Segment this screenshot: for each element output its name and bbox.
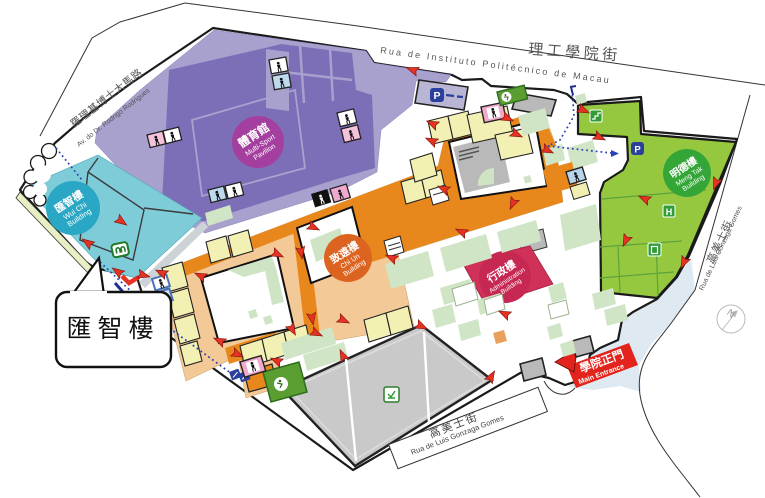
svg-text:匯智樓: 匯智樓	[66, 315, 159, 343]
svg-text:P: P	[433, 90, 440, 102]
svg-text:P: P	[634, 145, 641, 156]
svg-text:H: H	[666, 207, 673, 217]
